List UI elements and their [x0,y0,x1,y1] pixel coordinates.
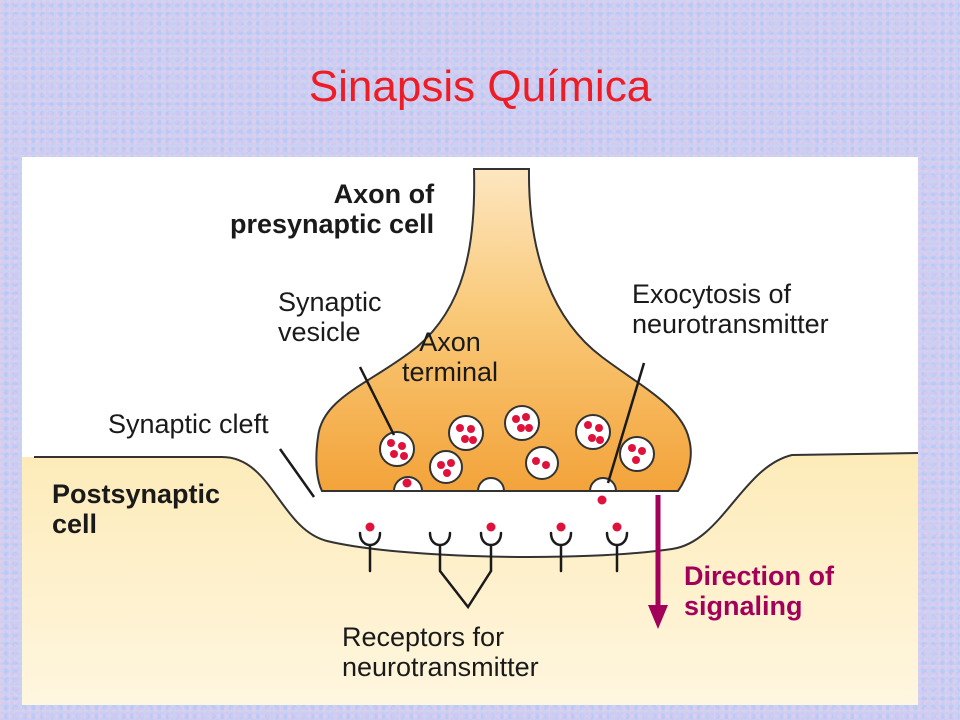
label-line: Postsynaptic [52,479,221,509]
label-receptors: Receptors for neurotransmitter [342,622,539,682]
label-line: cell [52,509,98,540]
label-synaptic-vesicle: Synaptic vesicle [278,287,382,347]
slide-title: Sinapsis Química [308,62,652,111]
label-line: Axon [419,327,481,357]
receptor [358,531,382,573]
receptor [605,531,629,573]
fusion-pit-middle [476,477,506,492]
label-axon-presynaptic: Axon of presynaptic cell [230,179,434,239]
label-exocytosis: Exocytosis of neurotransmitter [632,279,829,339]
label-line: terminal [402,357,499,388]
label-synaptic-cleft: Synaptic cleft [108,409,269,439]
receptor [549,531,573,573]
label-line: Direction of [684,561,835,591]
label-line: Receptors for [342,622,505,652]
vesicle [575,414,611,450]
label-direction-of-signaling: Direction of signaling [684,561,834,621]
vesicle [619,436,655,472]
label-line: Axon of [333,179,435,209]
vesicle [525,446,559,480]
leader-receptors [439,570,493,610]
synapse-diagram: Axon of presynaptic cell Synaptic vesicl… [22,157,918,705]
receptors [358,531,629,573]
leader-lines [278,362,646,610]
leader-synaptic-cleft [278,448,316,498]
neurotransmitter-dots [365,413,646,532]
leader-synaptic-vesicle [358,366,396,436]
postsynaptic-membrane [34,452,918,558]
leader-exocytosis [606,362,646,484]
vesicle [429,450,463,484]
vesicle [504,405,540,441]
receptor [428,531,452,573]
label-line: neurotransmitter [342,652,539,683]
label-line: Exocytosis of [632,279,792,309]
label-line: Synaptic [278,287,382,317]
label-line: signaling [684,591,803,622]
synapse-illustration [22,168,918,705]
label-line: neurotransmitter [632,309,829,340]
vesicle [379,431,415,467]
direction-arrow [648,495,668,629]
label-postsynaptic-cell: Postsynaptic cell [52,479,220,539]
vesicle [448,415,484,451]
label-line: presynaptic cell [230,209,435,240]
label-axon-terminal: Axon terminal [402,327,498,387]
receptor [479,531,503,573]
label-line: vesicle [278,317,361,348]
postsynaptic-cell-shape [22,453,918,705]
